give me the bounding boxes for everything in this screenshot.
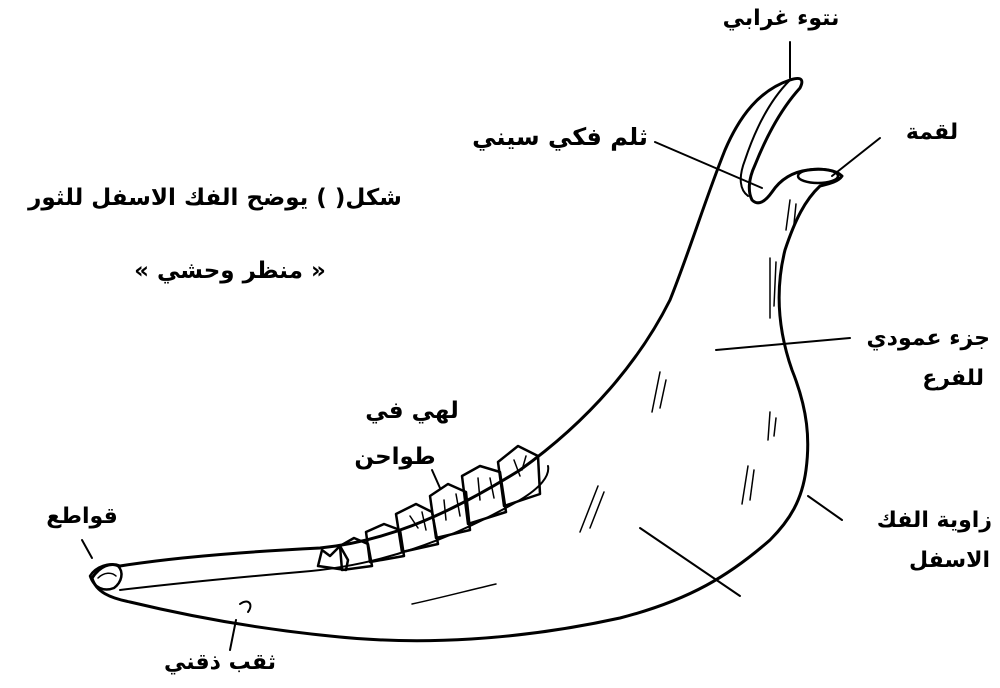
leader-notch [655, 142, 762, 188]
leader-molars [432, 470, 440, 488]
leader-angle [808, 496, 842, 520]
figure-caption-line1: شكل( ) يوضح الفك الاسفل للثور [6, 185, 424, 211]
label-molars-line2: طواحن [320, 444, 470, 470]
label-mandible-angle-line1: زاوية الفك [842, 508, 992, 533]
incisor-tooth [90, 564, 121, 589]
label-vertical-part-line1: جزء عمودي [852, 326, 990, 351]
incisor-detail [98, 573, 116, 578]
figure-caption-line2: « منظر وحشي » [100, 258, 360, 284]
label-mental-foramen: ثقب ذقني [140, 650, 300, 675]
label-mandible-angle-line2: الاسفل [842, 548, 990, 573]
label-molars-line1: لهي في [352, 398, 472, 424]
leader-angle-cross [640, 528, 740, 596]
label-mandibular-notch: ثلم فكي سيني [470, 124, 650, 152]
mental-foramen-mark [240, 602, 250, 612]
label-incisors: قواطع [22, 504, 142, 529]
alveolar-border [120, 466, 548, 590]
mandible-outline [92, 78, 842, 640]
leader-incisors [82, 540, 92, 558]
label-condyle: لقمة [872, 120, 992, 145]
label-vertical-part-line2: للفرع [852, 366, 984, 391]
label-coronoid-process: نتوء غرابي [706, 6, 856, 31]
